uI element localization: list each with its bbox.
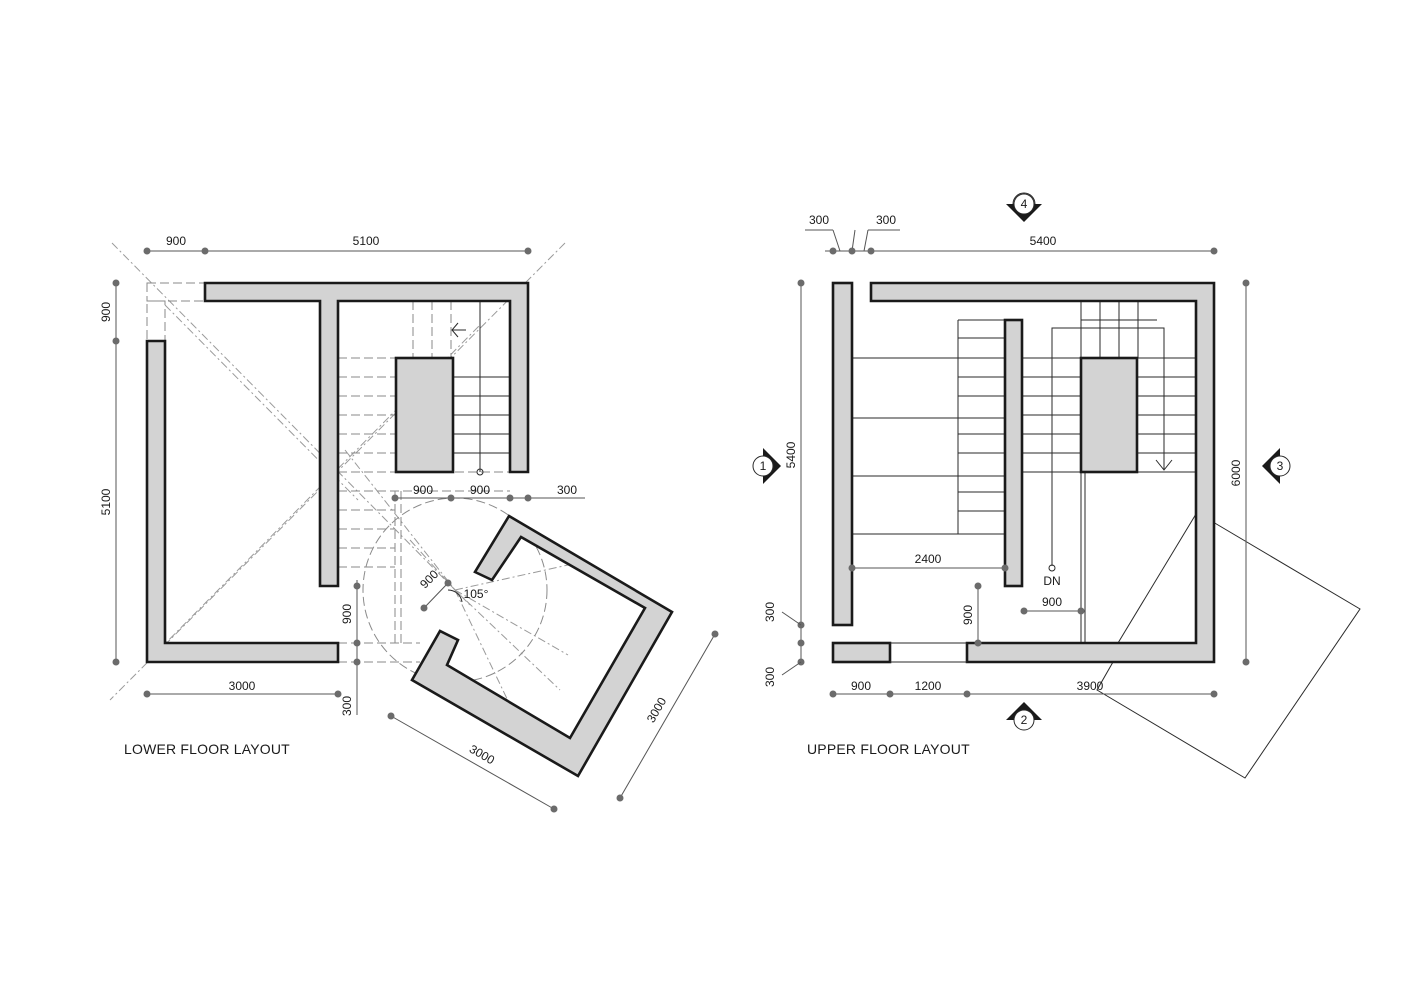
upper-floor-plan: 300 300 5400 5400 300 300 6000 2400 900 … — [752, 192, 1361, 779]
dim-upper-top-main: 5400 — [1030, 234, 1057, 248]
section-marker-1: 1 — [752, 448, 781, 484]
dim-lower-top-main: 5100 — [353, 234, 380, 248]
upper-stair-wall — [1003, 318, 1024, 588]
dim-lower-stair-a: 900 — [413, 483, 433, 497]
upper-dimension-labels: 300 300 5400 5400 300 300 6000 2400 900 … — [763, 213, 1243, 693]
dim-upper-bottom-b: 1200 — [915, 679, 942, 693]
dim-lower-left-top: 900 — [99, 302, 113, 322]
section-marker-4-label: 4 — [1021, 197, 1028, 211]
upper-walls — [831, 281, 1216, 664]
dim-lower-bottom-main: 3000 — [229, 679, 256, 693]
dim-upper-left-bot-a: 300 — [763, 602, 777, 622]
dim-upper-door-height: 900 — [961, 605, 975, 625]
dim-upper-left-bot-b: 300 — [763, 667, 777, 687]
lower-stair-treads — [451, 301, 510, 476]
lower-floor-title: LOWER FLOOR LAYOUT — [124, 741, 290, 757]
dim-lower-door-width: 900 — [417, 567, 441, 591]
lower-stair-core — [394, 356, 455, 474]
lower-dimensions — [112, 247, 719, 813]
dim-lower-box-a: 3000 — [467, 742, 497, 768]
lower-rotated-room — [410, 514, 674, 778]
lower-floor-plan: 900 5100 900 5100 900 900 300 3000 300 9… — [99, 234, 719, 813]
dim-lower-box-b: 3000 — [644, 695, 670, 725]
dim-upper-top-a: 300 — [809, 213, 829, 227]
section-marker-2: 2 — [1006, 702, 1042, 731]
dim-upper-right-main: 6000 — [1229, 459, 1243, 486]
dim-lower-top-left: 900 — [166, 234, 186, 248]
stair-down-label: DN — [1043, 574, 1060, 588]
dim-lower-stair-c: 300 — [557, 483, 577, 497]
upper-stair-core — [1079, 356, 1139, 474]
section-marker-3: 3 — [1262, 448, 1291, 484]
lower-walls — [145, 281, 674, 778]
section-marker-4: 4 — [1006, 192, 1042, 222]
dim-lower-stair-b: 900 — [470, 483, 490, 497]
dim-upper-bottom-a: 900 — [851, 679, 871, 693]
lower-top-wall — [203, 281, 530, 588]
dim-upper-inner-width: 2400 — [915, 552, 942, 566]
section-marker-3-label: 3 — [1277, 459, 1284, 473]
section-marker-2-label: 2 — [1021, 713, 1028, 727]
dim-lower-angle: 105° — [464, 587, 489, 601]
dim-lower-opening: 900 — [340, 604, 354, 624]
upper-dimensions — [781, 229, 1250, 698]
dim-lower-bottom-right: 300 — [340, 696, 354, 716]
dashed-outlines — [146, 282, 510, 663]
section-marker-1-label: 1 — [760, 459, 767, 473]
upper-floor-title: UPPER FLOOR LAYOUT — [807, 741, 970, 757]
lower-left-wall — [145, 339, 340, 664]
dim-upper-left-main: 5400 — [784, 441, 798, 468]
dim-lower-left-main: 5100 — [99, 488, 113, 515]
dim-upper-stair-gap: 900 — [1042, 595, 1062, 609]
upper-left-wall — [831, 281, 854, 627]
upper-bottom-left-wall — [831, 641, 892, 664]
upper-stair-lines — [852, 301, 1361, 779]
dim-upper-bottom-c: 3900 — [1077, 679, 1104, 693]
dim-upper-top-b: 300 — [876, 213, 896, 227]
